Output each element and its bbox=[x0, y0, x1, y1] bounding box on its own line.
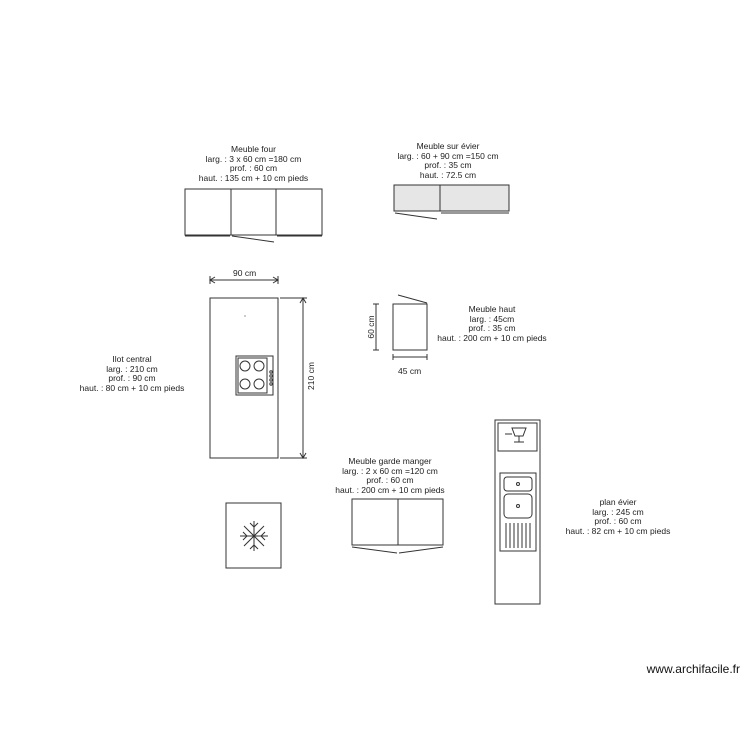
ilot-central-haut: haut. : 80 cm + 10 cm pieds bbox=[79, 382, 185, 393]
plan-evier-larg: larg. : 245 cm bbox=[592, 506, 644, 517]
meuble-evier-prof: prof. : 35 cm bbox=[424, 160, 472, 170]
plan-evier-prof: prof. : 60 cm bbox=[594, 516, 642, 526]
meuble-evier-title: Meuble sur évier bbox=[416, 141, 480, 151]
garde-manger-prof: prof. : 60 cm bbox=[366, 475, 414, 485]
meuble-haut-title: Meuble haut bbox=[468, 304, 516, 314]
garde-manger-larg: larg. : 2 x 60 cm =120 cm bbox=[342, 465, 438, 476]
ilot-central-larg: larg. : 210 cm bbox=[106, 363, 158, 374]
plan-evier-label: plan évier larg. : 245 cm prof. : 60 cm … bbox=[558, 497, 678, 536]
meuble-four-larg: larg. : 3 x 60 cm =180 cm bbox=[205, 153, 302, 164]
ilot-central-title: Ilot central bbox=[112, 354, 152, 364]
garde-manger-cabinet bbox=[351, 498, 444, 554]
meuble-four-prof: prof. : 60 cm bbox=[229, 163, 278, 173]
ilot-central-prof: prof. : 90 cm bbox=[108, 373, 156, 383]
meuble-haut-width-dim: 45 cm bbox=[398, 366, 422, 376]
garde-manger-label: Meuble garde manger larg. : 2 x 60 cm =1… bbox=[330, 456, 450, 495]
ilot-length-dim: 210 cm bbox=[306, 362, 316, 390]
meuble-haut-cabinet bbox=[373, 294, 428, 360]
meuble-four-label: Meuble four larg. : 3 x 60 cm =180 cm pr… bbox=[185, 144, 322, 183]
meuble-evier-haut: haut. : 72.5 cm bbox=[419, 169, 477, 180]
snowflake-icon bbox=[240, 521, 268, 551]
glass-icon bbox=[505, 427, 527, 443]
meuble-evier-label: Meuble sur évier larg. : 60 + 90 cm =150… bbox=[388, 141, 508, 180]
meuble-four-title: Meuble four bbox=[231, 144, 276, 154]
meuble-four-haut: haut. : 135 cm + 10 cm pieds bbox=[198, 172, 309, 183]
ilot-width-dim: 90 cm bbox=[233, 268, 257, 278]
meuble-haut-larg: larg. : 45cm bbox=[469, 313, 515, 324]
meuble-haut-height-dim: 60 cm bbox=[366, 315, 376, 339]
ilot-central-label: Ilot central larg. : 210 cm prof. : 90 c… bbox=[72, 354, 192, 393]
plan-evier-haut: haut. : 82 cm + 10 cm pieds bbox=[565, 525, 671, 536]
garde-manger-haut: haut. : 200 cm + 10 cm pieds bbox=[335, 484, 445, 495]
meuble-haut-label: Meuble haut larg. : 45cm prof. : 35 cm h… bbox=[432, 304, 552, 343]
garde-manger-title: Meuble garde manger bbox=[348, 456, 432, 466]
meuble-haut-prof: prof. : 35 cm bbox=[468, 323, 516, 333]
meuble-four-cabinet bbox=[184, 188, 323, 243]
watermark-link[interactable]: www.archifacile.fr bbox=[646, 662, 740, 676]
sink-icon bbox=[499, 472, 537, 552]
plan-evier-title: plan évier bbox=[599, 497, 637, 507]
meuble-evier-cabinet bbox=[393, 184, 510, 220]
hob-icon bbox=[235, 355, 274, 396]
meuble-evier-larg: larg. : 60 + 90 cm =150 cm bbox=[397, 150, 499, 161]
plan-evier-cabinet bbox=[494, 419, 541, 605]
meuble-haut-haut: haut. : 200 cm + 10 cm pieds bbox=[437, 332, 547, 343]
